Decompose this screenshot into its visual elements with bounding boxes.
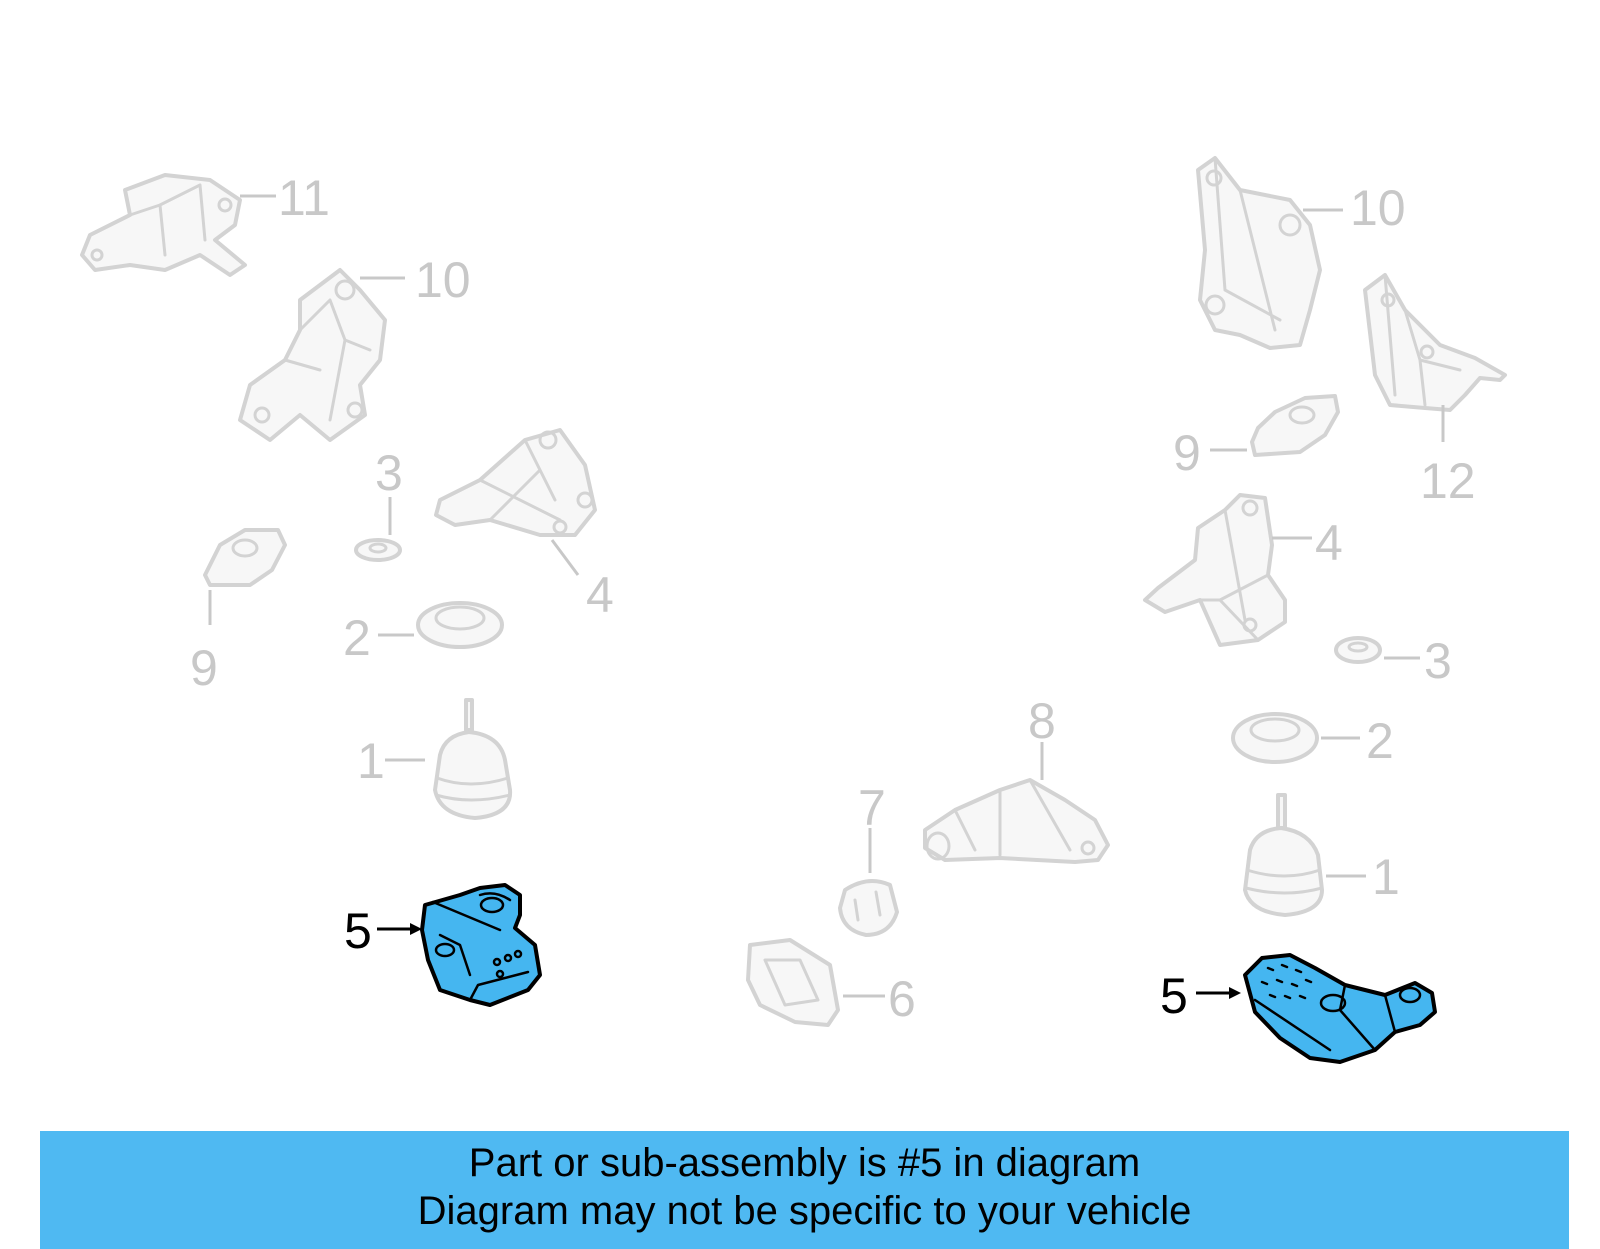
part-5-right bbox=[1243, 953, 1437, 1064]
part-9-left bbox=[203, 528, 287, 587]
part-10-right bbox=[1196, 156, 1322, 350]
part-3-right bbox=[1334, 636, 1382, 664]
part-3-left bbox=[354, 538, 402, 562]
callout-6: 6 bbox=[888, 971, 916, 1027]
callout-4-left: 4 bbox=[586, 567, 614, 623]
part-11-left bbox=[80, 173, 247, 277]
callout-8: 8 bbox=[1028, 693, 1056, 749]
part-9-right bbox=[1250, 394, 1340, 457]
part-6 bbox=[746, 938, 840, 1027]
part-10-left bbox=[238, 268, 387, 442]
callout-1-left: 1 bbox=[357, 733, 385, 789]
part-4-left bbox=[434, 428, 597, 537]
callout-11-left: 11 bbox=[278, 170, 330, 226]
callout-9-right: 9 bbox=[1173, 425, 1201, 481]
part-12 bbox=[1363, 273, 1507, 412]
callout-4-right: 4 bbox=[1315, 515, 1343, 571]
part-2-right bbox=[1231, 712, 1319, 764]
callout-1-right: 1 bbox=[1372, 849, 1400, 905]
callout-2-left: 2 bbox=[343, 610, 371, 666]
callout-2-right: 2 bbox=[1366, 713, 1394, 769]
part-5-left bbox=[420, 883, 542, 1007]
callout-12: 12 bbox=[1420, 453, 1476, 509]
part-7 bbox=[838, 879, 899, 937]
part-1-right bbox=[1243, 793, 1324, 917]
callout-3-right: 3 bbox=[1424, 633, 1452, 689]
banner-line-1: Part or sub-assembly is #5 in diagram bbox=[468, 1141, 1141, 1185]
banner-line-2: Diagram may not be specific to your vehi… bbox=[417, 1189, 1192, 1233]
callout-10-right: 10 bbox=[1350, 180, 1406, 236]
part-8 bbox=[923, 778, 1110, 864]
callout-3-left: 3 bbox=[375, 445, 403, 501]
part-4-right bbox=[1143, 493, 1287, 647]
part-1-left bbox=[433, 698, 513, 820]
info-banner: Part or sub-assembly is #5 in diagram Di… bbox=[40, 1131, 1569, 1249]
callout-9-left: 9 bbox=[190, 640, 218, 696]
part-2-left bbox=[416, 601, 504, 649]
callout-5-left: 5 bbox=[344, 903, 372, 959]
callout-5-right: 5 bbox=[1160, 968, 1188, 1024]
callout-10-left: 10 bbox=[415, 252, 471, 308]
callout-7: 7 bbox=[858, 780, 886, 836]
